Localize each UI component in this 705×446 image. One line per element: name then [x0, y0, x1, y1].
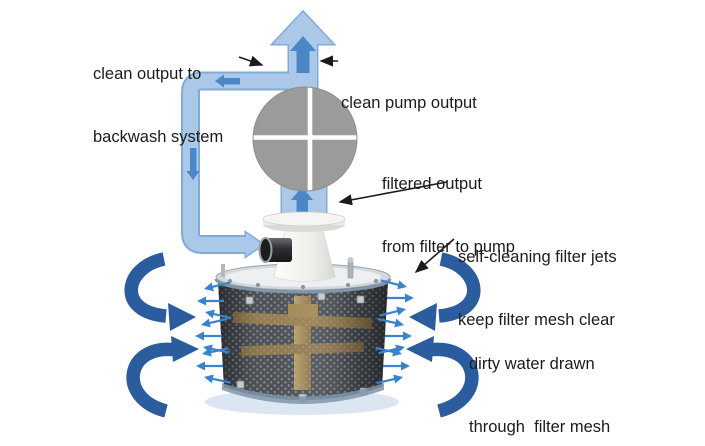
intake-arrow-bottom-left	[126, 336, 199, 418]
label-line: self-cleaning filter jets	[458, 248, 617, 266]
label-dirty-water: dirty water drawn through filter mesh	[469, 312, 610, 446]
label-line: keep filter mesh clear	[458, 311, 615, 329]
label-line: clean output to	[93, 65, 202, 83]
label-line: from filter to pump	[382, 238, 515, 256]
backwash-return-arrowhead	[246, 233, 263, 256]
label-clean-pump-output: clean pump output	[341, 51, 477, 156]
label-line: through filter mesh	[469, 418, 611, 436]
label-clean-output-backwash: clean output to backwash system	[93, 22, 223, 190]
pump-inlet-port	[258, 237, 292, 263]
housing-flange	[262, 211, 346, 227]
intake-arrow-top-right	[409, 252, 481, 331]
label-line: filtered output	[382, 175, 482, 193]
flow-arrow-inlet-icon	[291, 187, 313, 219]
pump-housing	[258, 211, 346, 282]
intake-arrow-bottom-right	[406, 336, 479, 418]
flow-arrow-left-icon	[215, 74, 240, 88]
label-filtered-output: filtered output from filter to pump	[382, 132, 515, 300]
label-self-cleaning-jets: self-cleaning filter jets keep filter me…	[458, 205, 617, 373]
label-line: backwash system	[93, 128, 224, 146]
intake-arrow-top-left	[124, 252, 196, 331]
flow-arrow-down-icon	[186, 148, 200, 180]
label-line: clean pump output	[341, 94, 477, 112]
pump-sphere	[252, 86, 358, 192]
flow-direction-arrows	[186, 36, 316, 219]
annotation-arrow-backwash	[238, 55, 264, 67]
annotation-arrow-jets	[414, 238, 455, 274]
flow-arrow-up-icon	[290, 36, 316, 73]
annotation-arrow-filtered-output	[338, 181, 448, 206]
label-line: dirty water drawn	[469, 355, 595, 373]
basket-bottom-band	[222, 383, 384, 404]
dirty-water-intake-arrows	[124, 252, 481, 418]
annotation-arrows	[238, 55, 455, 274]
